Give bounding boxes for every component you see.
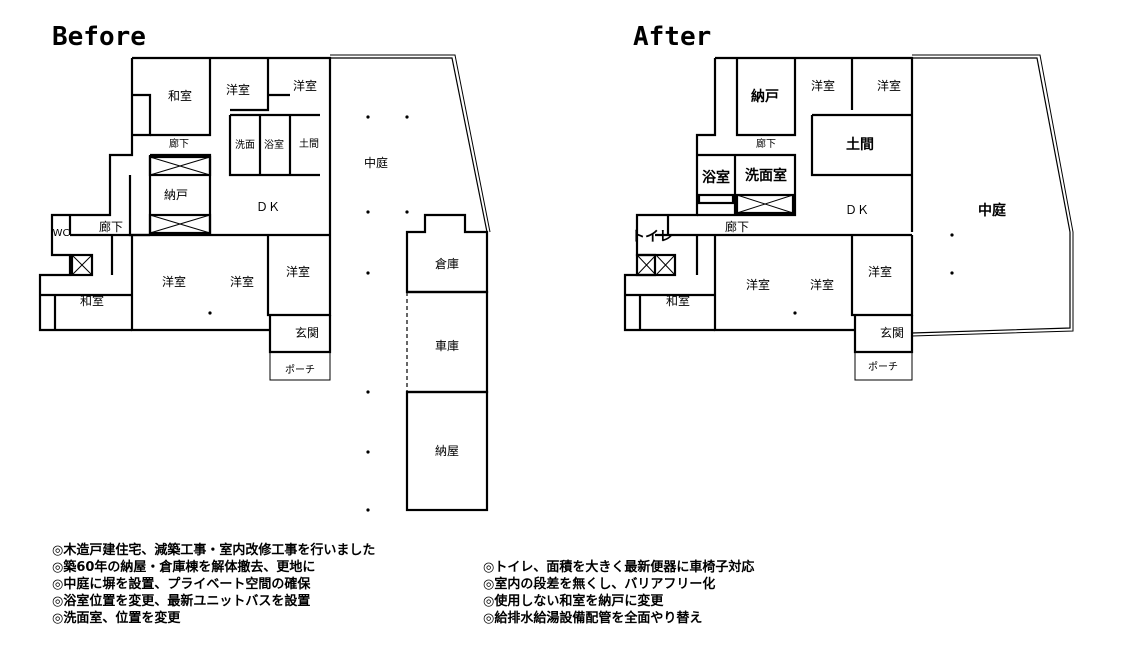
room-label-rouka: 廊下	[756, 139, 776, 150]
note-item: ◎室内の段差を無くし、バリアフリー化	[483, 577, 716, 592]
room-label-nakaniwa: 中庭	[978, 203, 1006, 219]
room-label-yokushitsu: 浴室	[264, 140, 284, 151]
room-label-naya: 納屋	[434, 444, 460, 458]
room-label-youshitsu: 洋室	[285, 265, 311, 279]
room-label-souko: 倉庫	[434, 257, 460, 271]
note-item: ◎トイレ、面積を大きく最新便器に車椅子対応	[483, 560, 755, 575]
room-label-genkan: 玄関	[294, 326, 320, 340]
room-label-dk: ＤＫ	[255, 200, 281, 214]
note-item: ◎浴室位置を変更、最新ユニットバスを設置	[52, 594, 311, 609]
before-plan	[38, 54, 491, 512]
room-label-shako: 車庫	[434, 339, 460, 353]
room-label-nando: 納戸	[163, 188, 189, 202]
before-title: Before	[52, 22, 146, 52]
room-label-washitsu: 和室	[79, 294, 105, 308]
after-plan	[623, 54, 1074, 381]
room-label-doma: 土間	[846, 137, 874, 153]
room-label-rouka: 廊下	[98, 220, 124, 234]
note-item: ◎給排水給湯設備配管を全面やり替え	[483, 611, 703, 626]
room-label-senmen: 洗面	[235, 140, 255, 151]
room-label-rouka: 廊下	[724, 220, 750, 234]
note-item: ◎使用しない和室を納戸に変更	[483, 594, 664, 609]
room-label-rouka: 廊下	[169, 139, 189, 150]
note-item: ◎洗面室、位置を変更	[52, 611, 181, 626]
notes-left: ◎木造戸建住宅、減築工事・室内改修工事を行いました ◎築60年の納屋・倉庫棟を解…	[52, 542, 375, 627]
room-label-porch: ポーチ	[285, 365, 315, 376]
room-label-porch: ポーチ	[868, 362, 898, 373]
note-item: ◎築60年の納屋・倉庫棟を解体撤去、更地に	[52, 560, 316, 575]
room-label-washitsu: 和室	[167, 89, 193, 103]
room-label-washitsu: 和室	[665, 294, 691, 308]
room-label-youshitsu: 洋室	[809, 278, 835, 292]
room-label-genkan: 玄関	[879, 326, 905, 340]
after-title: After	[633, 22, 712, 52]
room-label-dk: ＤＫ	[844, 203, 870, 217]
room-label-youshitsu: 洋室	[225, 83, 251, 97]
room-label-doma: 土間	[299, 139, 319, 150]
room-label-yokushitsu: 浴室	[702, 170, 730, 186]
note-item: ◎木造戸建住宅、減築工事・室内改修工事を行いました	[52, 543, 376, 558]
room-label-senmenshitsu: 洗面室	[745, 168, 787, 184]
room-label-wc: WC	[52, 228, 70, 239]
room-label-youshitsu: 洋室	[161, 275, 187, 289]
room-label-youshitsu: 洋室	[867, 265, 893, 279]
room-label-youshitsu: 洋室	[745, 278, 771, 292]
room-label-toilet: トイレ	[631, 229, 673, 245]
notes-right: ◎トイレ、面積を大きく最新便器に車椅子対応 ◎室内の段差を無くし、バリアフリー化…	[483, 559, 754, 627]
room-label-nando: 納戸	[751, 89, 779, 105]
room-label-nakaniwa: 中庭	[363, 156, 389, 170]
room-label-youshitsu: 洋室	[229, 275, 255, 289]
room-label-youshitsu: 洋室	[810, 79, 836, 93]
room-label-youshitsu: 洋室	[876, 79, 902, 93]
room-label-youshitsu: 洋室	[292, 79, 318, 93]
note-item: ◎中庭に塀を設置、プライベート空間の確保	[52, 577, 311, 592]
